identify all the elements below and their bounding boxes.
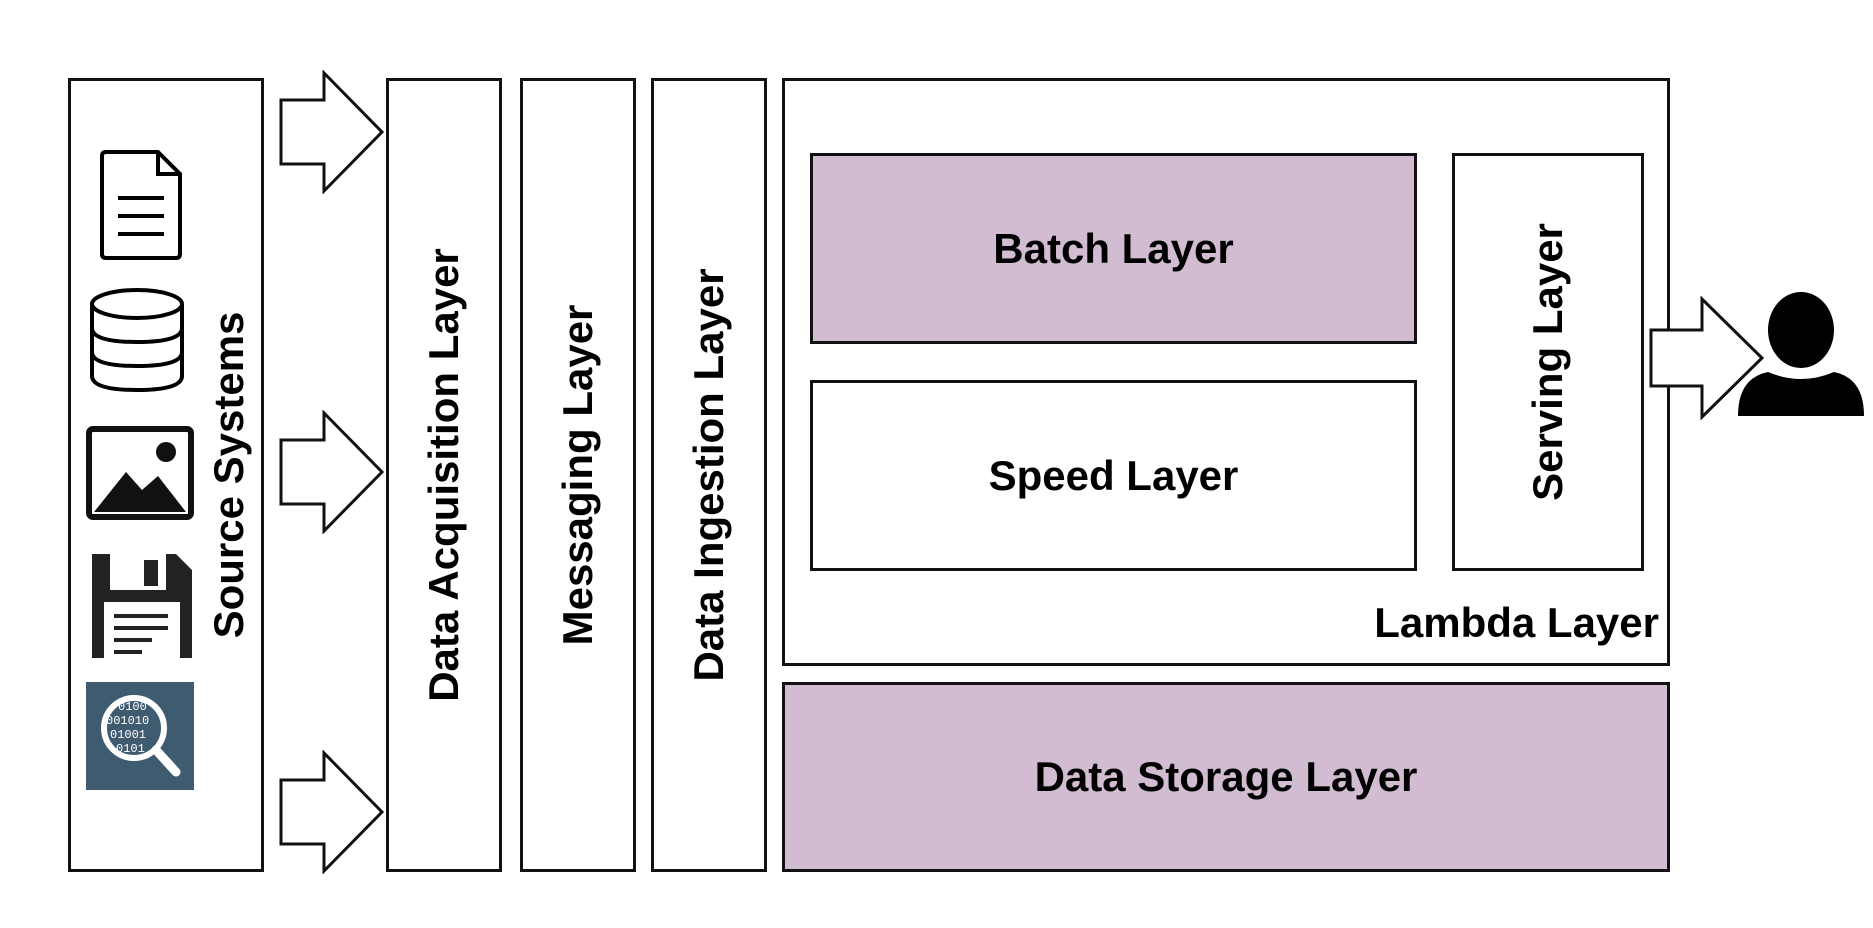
data-search-icon: 0100 001010 01001 0101 (86, 682, 194, 790)
data-search-digits-3: 01001 (110, 728, 146, 742)
serving-layer-box: Serving Layer (1452, 153, 1644, 571)
data-acquisition-layer-label: Data Acquisition Layer (420, 248, 467, 702)
data-acquisition-layer-box: Data Acquisition Layer (386, 78, 502, 872)
speed-layer-box: Speed Layer (810, 380, 1417, 571)
arrow-right-icon (1649, 296, 1765, 420)
data-search-digits-2: 001010 (106, 714, 149, 728)
batch-layer-box: Batch Layer (810, 153, 1417, 344)
floppy-disk-icon (92, 554, 192, 658)
source-systems-label: Source Systems (205, 311, 252, 639)
messaging-layer-label: Messaging Layer (554, 304, 601, 646)
lambda-layer-label: Lambda Layer (1374, 599, 1659, 646)
database-icon (90, 288, 184, 393)
data-storage-layer-label: Data Storage Layer (1034, 753, 1418, 800)
image-icon (86, 426, 194, 520)
arrow-right-icon (279, 750, 385, 874)
user-icon (1738, 292, 1864, 416)
data-ingestion-layer-box: Data Ingestion Layer (651, 78, 767, 872)
batch-layer-label: Batch Layer (993, 224, 1234, 272)
messaging-layer-box: Messaging Layer (520, 78, 636, 872)
data-ingestion-layer-label: Data Ingestion Layer (685, 268, 732, 682)
data-search-digits-1: 0100 (118, 700, 147, 714)
data-search-digits-4: 0101 (116, 742, 145, 756)
speed-layer-label: Speed Layer (988, 451, 1239, 499)
document-icon (100, 150, 182, 260)
arrow-right-icon (279, 70, 385, 194)
arrow-right-icon (279, 410, 385, 534)
serving-layer-label: Serving Layer (1524, 223, 1571, 501)
data-storage-layer-box: Data Storage Layer (782, 682, 1670, 872)
